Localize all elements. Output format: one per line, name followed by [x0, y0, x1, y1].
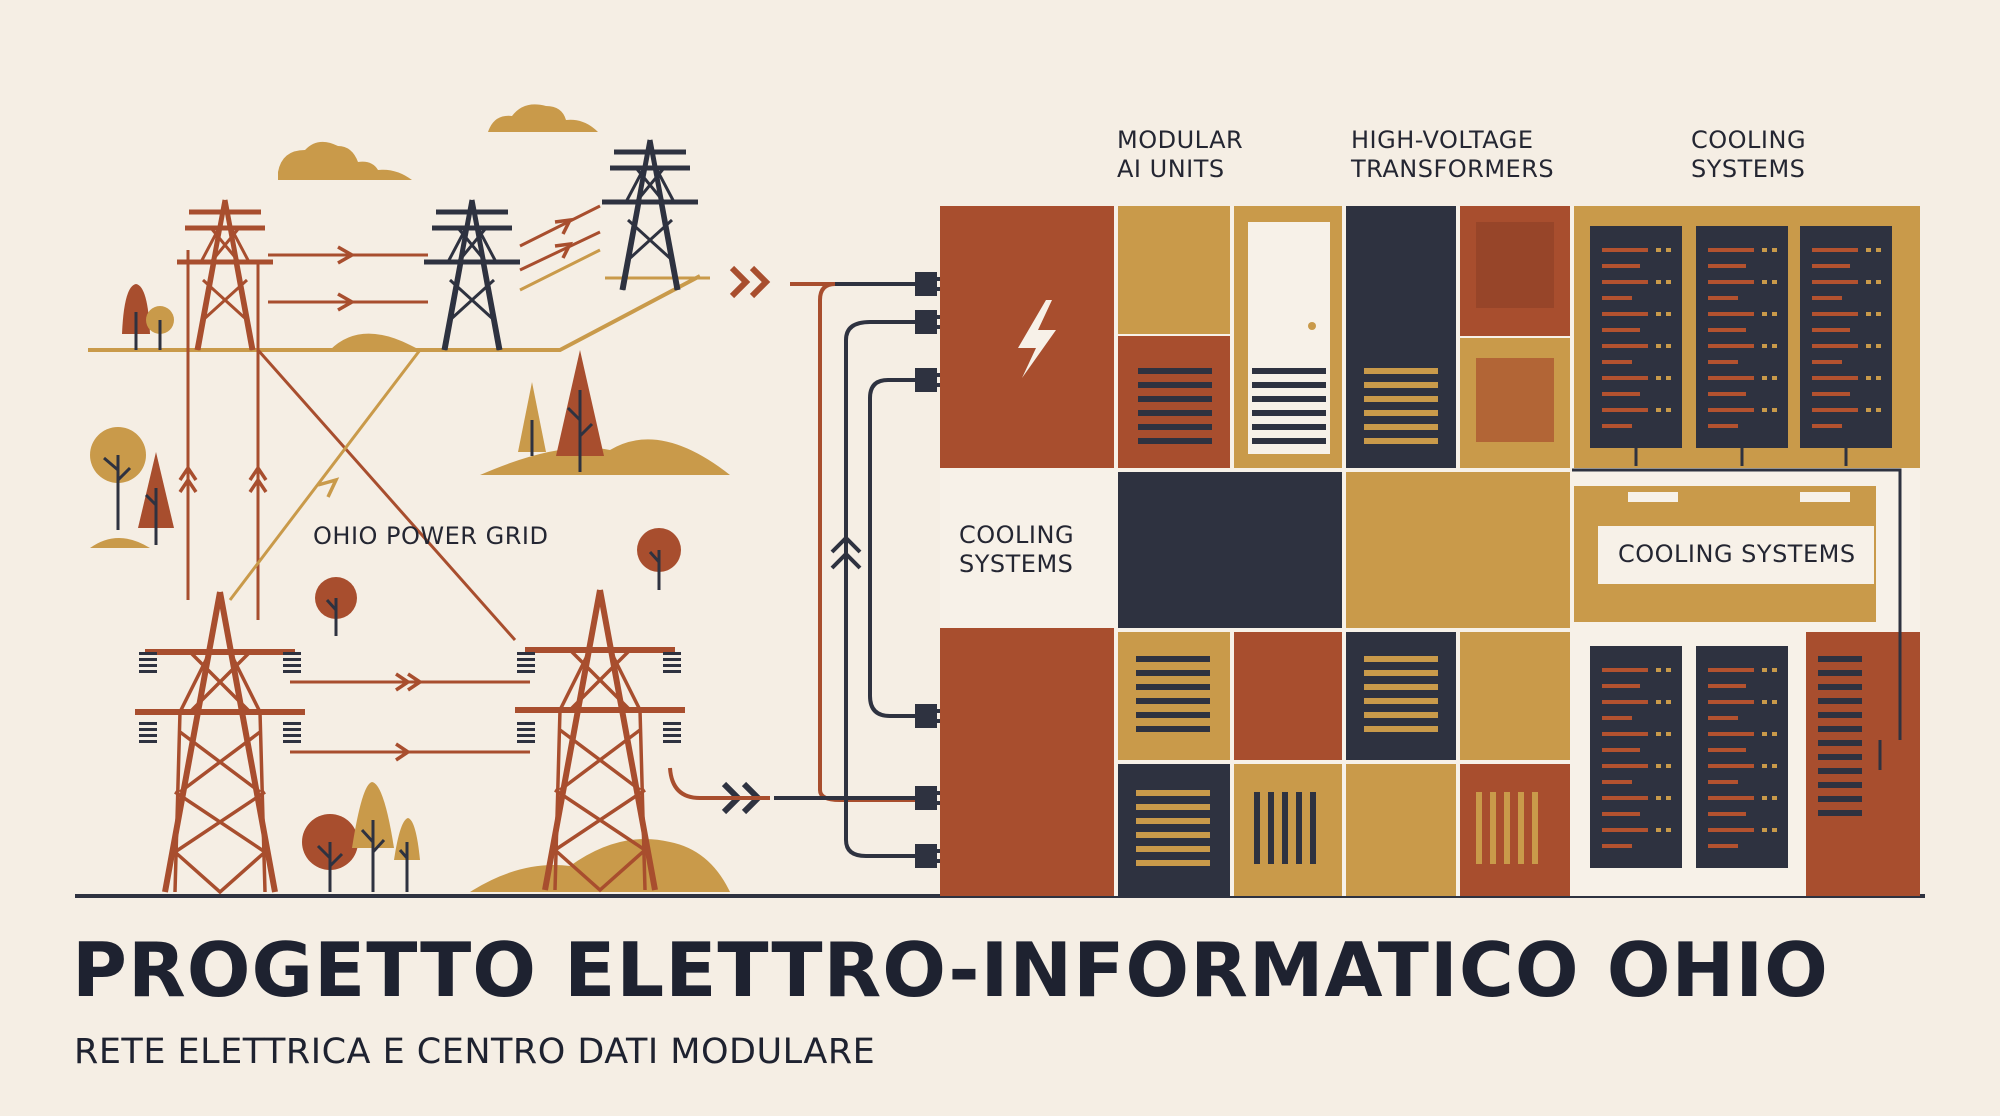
tree-icon — [556, 350, 604, 472]
rack-connectors — [1572, 448, 1902, 770]
page-title: PROGETTO ELETTRO-INFORMATICO OHIO — [72, 926, 1829, 1014]
label-cooling-systems-top: COOLING SYSTEMS — [1691, 126, 1807, 183]
tree-icon — [394, 818, 420, 892]
transmission-tower-icon — [424, 200, 520, 350]
label-cooling-systems-left: COOLING SYSTEMS — [959, 521, 1075, 578]
lightning-bolt-icon — [1018, 300, 1056, 378]
tree-icon — [302, 814, 358, 892]
tree-icon — [352, 782, 394, 892]
tree-icon — [518, 382, 546, 456]
chevron-arrow-icon — [729, 265, 771, 299]
door-icon — [1248, 222, 1330, 454]
ground-line-upper — [88, 274, 701, 352]
server-rack-icon — [1696, 226, 1788, 448]
tree-icon — [122, 284, 150, 350]
label-modular-ai-units: MODULAR AI UNITS — [1117, 126, 1244, 183]
tree-icon — [90, 427, 146, 530]
insulators — [139, 652, 681, 743]
server-rack-icon — [1696, 646, 1788, 868]
power-cables — [668, 282, 920, 858]
cloud-icon — [488, 104, 598, 132]
transmission-tower-icon — [135, 592, 305, 892]
server-rack-icon — [1590, 646, 1682, 868]
page-subtitle: RETE ELETTRICA E CENTRO DATI MODULARE — [74, 1032, 876, 1072]
label-cooling-systems-box: COOLING SYSTEMS — [1618, 540, 1856, 568]
hill — [90, 538, 150, 548]
chevron-arrow-icon — [178, 217, 574, 762]
tree-icon — [315, 577, 357, 636]
label-hv-transformers: HIGH-VOLTAGE TRANSFORMERS — [1351, 126, 1555, 183]
tree-icon — [138, 452, 174, 545]
cloud-icon — [278, 141, 412, 180]
server-rack-icon — [1590, 226, 1682, 448]
cooling-unit — [1574, 486, 1876, 622]
vent-grille-icon — [1818, 656, 1862, 816]
label-ohio-power-grid: OHIO POWER GRID — [313, 522, 549, 550]
hill — [330, 333, 420, 350]
power-module — [940, 628, 1114, 896]
server-rack-icon — [1800, 226, 1892, 448]
transmission-tower-icon — [602, 140, 698, 290]
hill — [480, 439, 730, 475]
texture-panel — [1476, 358, 1554, 442]
tree-icon — [146, 306, 174, 350]
texture-panel — [1476, 222, 1554, 308]
hill — [470, 839, 730, 892]
tree-icon — [637, 528, 681, 590]
